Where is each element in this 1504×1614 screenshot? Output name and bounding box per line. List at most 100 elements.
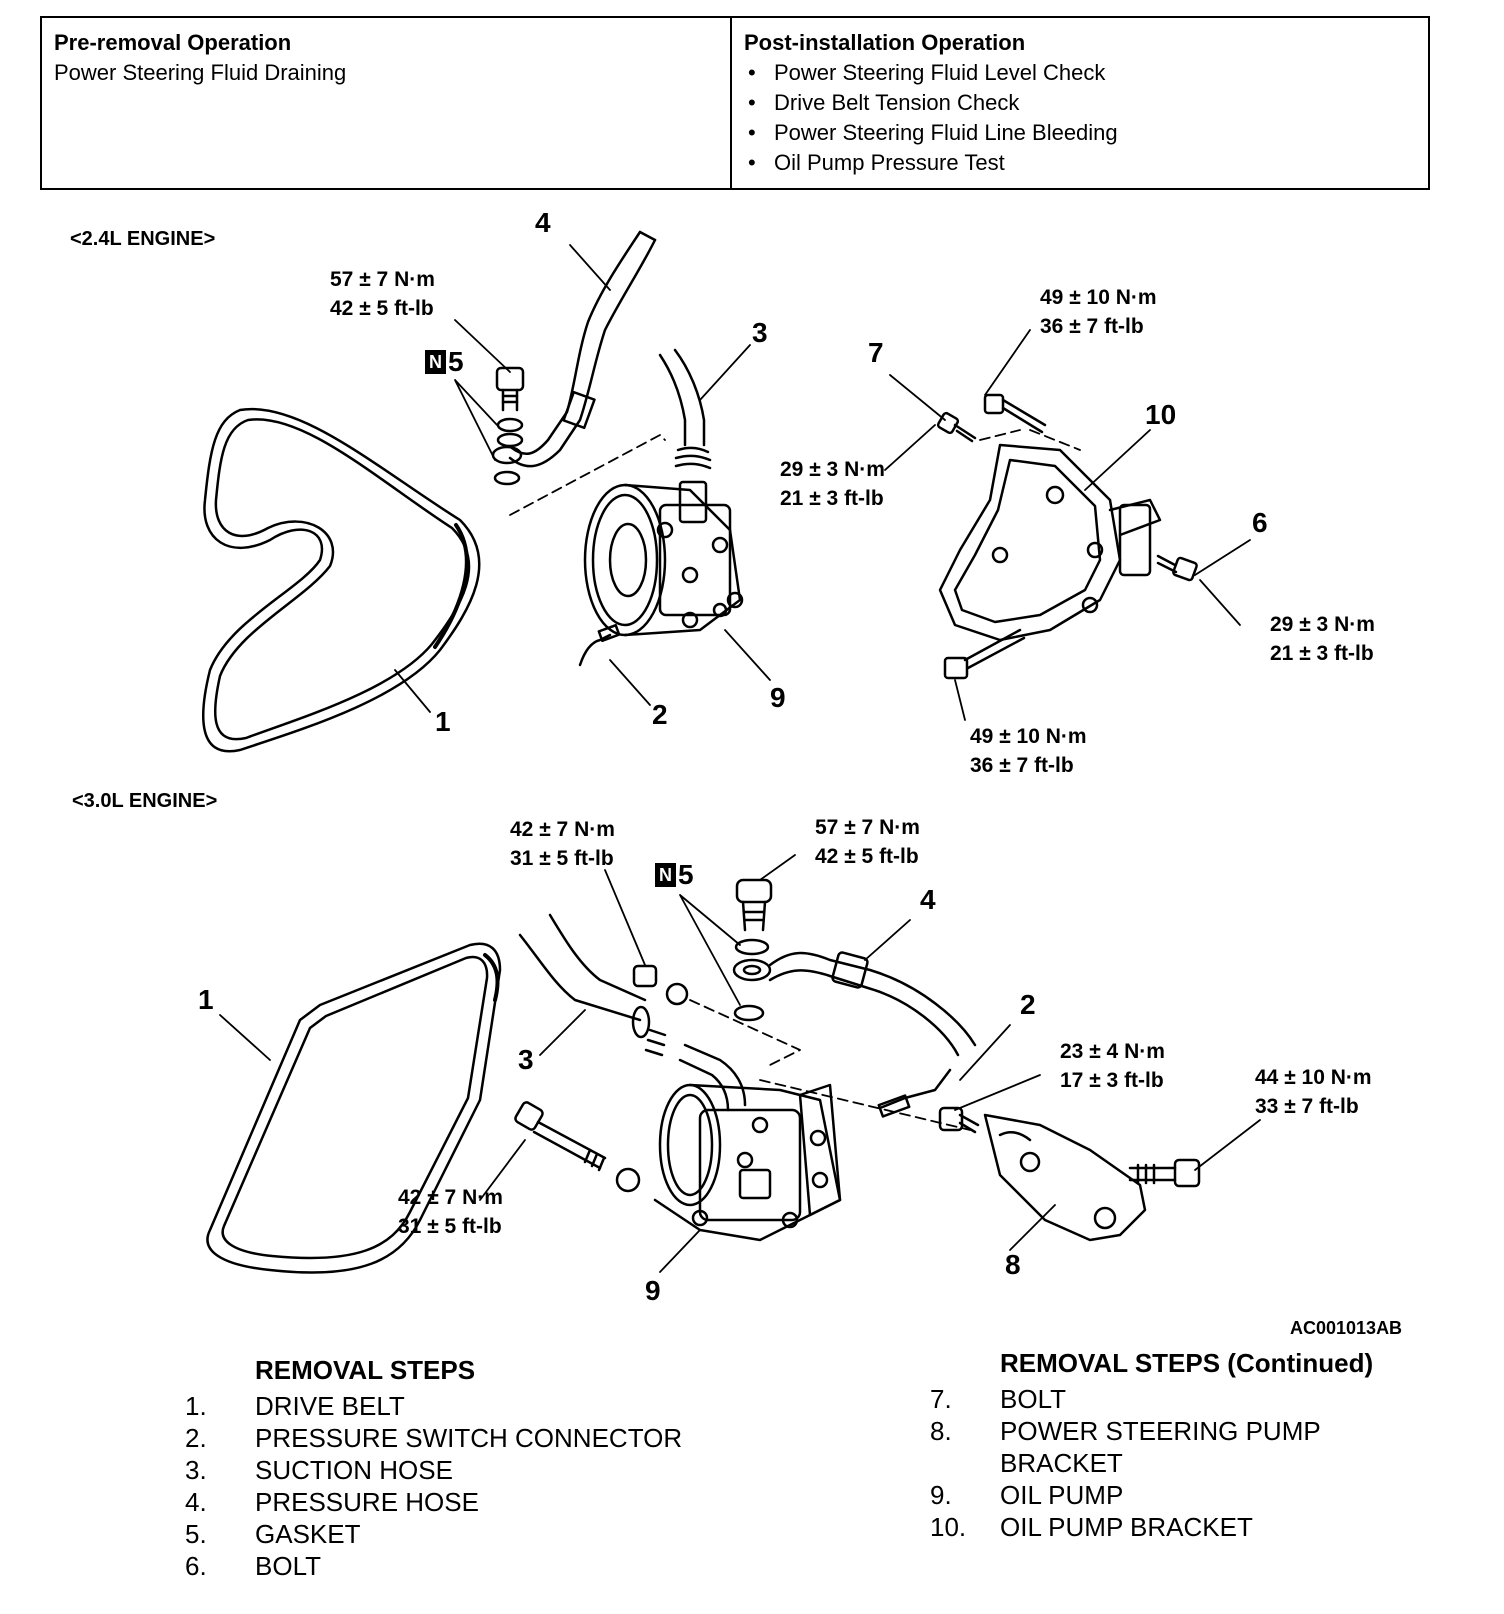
post-installation-item: Drive Belt Tension Check [744,88,1416,118]
torque-label: 42 ± 7 N·m 31 ± 5 ft-lb [398,1183,503,1241]
callout-8: 8 [1005,1249,1021,1280]
torque-ftlb: 42 ± 5 ft-lb [330,297,434,320]
step-number: 6. [185,1551,207,1581]
torque-ftlb: 42 ± 5 ft-lb [815,845,919,868]
step-row: 1. DRIVE BELT [185,1390,715,1422]
callout-9: 9 [770,682,786,713]
torque-nm: 44 ± 10 N·m [1255,1066,1372,1089]
pressure-hose-24 [508,230,657,468]
step-text: POWER STEERING PUMP BRACKET [1000,1416,1321,1478]
n-badge: N [425,350,446,374]
torque-ftlb: 31 ± 5 ft-lb [398,1215,502,1238]
post-installation-item: Power Steering Fluid Level Check [744,58,1416,88]
callout-6: 6 [1252,507,1268,538]
step-row: 2.PRESSURE SWITCH CONNECTOR [185,1422,715,1454]
step-number: 8. [930,1416,952,1446]
step-text: PRESSURE SWITCH CONNECTOR [255,1423,683,1453]
pressure-hose-30 [768,951,977,1057]
step-number: 1. [185,1391,207,1421]
torque-label: 42 ± 7 N·m 31 ± 5 ft-lb [510,815,615,873]
torque-nm: 49 ± 10 N·m [970,725,1087,748]
torque-nm: 42 ± 7 N·m [510,818,615,841]
power-steering-pump-bracket-30 [983,1113,1147,1242]
torque-ftlb: 17 ± 3 ft-lb [1060,1069,1164,1092]
callout-1: 1 [435,706,451,737]
callout-5-number: 5 [678,859,694,890]
step-number: 3. [185,1455,207,1485]
step-row: 4.PRESSURE HOSE [185,1486,715,1518]
torque-ftlb: 21 ± 3 ft-lb [1270,642,1374,665]
step-number: 5. [185,1519,207,1549]
bolts-24 [936,393,1198,680]
step-text: DRIVE BELT [255,1391,405,1421]
callout-9: 9 [645,1275,661,1306]
callout-3: 3 [752,317,768,348]
removal-steps-continued-title: REMOVAL STEPS (Continued) [1000,1348,1374,1378]
connector-wire-24 [578,633,612,667]
step-number: 7. [930,1384,952,1414]
post-installation-column: Post-installation Operation Power Steeri… [732,18,1428,188]
step-row: 9.OIL PUMP [930,1479,1373,1511]
suction-hose-30 [518,913,747,1112]
torque-ftlb: 36 ± 7 ft-lb [970,754,1074,777]
torque-label: 44 ± 10 N·m 33 ± 7 ft-lb [1255,1063,1372,1121]
torque-ftlb: 36 ± 7 ft-lb [1040,315,1144,338]
step-text: PRESSURE HOSE [255,1487,479,1517]
torque-nm: 57 ± 7 N·m [815,816,920,839]
engine-24-label: <2.4L ENGINE> [70,228,216,250]
eye-bolt-30 [732,878,773,1022]
torque-nm: 29 ± 3 N·m [1270,613,1375,636]
step-text: OIL PUMP BRACKET [1000,1512,1253,1542]
torque-ftlb: 21 ± 3 ft-lb [780,487,884,510]
torque-label: 29 ± 3 N·m 21 ± 3 ft-lb [1270,610,1375,668]
step-row: 10. OIL PUMP BRACKET [930,1511,1373,1543]
callout-7: 7 [868,337,884,368]
drive-belt-24 [202,407,481,753]
leader-lines-24 [394,244,1251,721]
step-text: BOLT [1000,1384,1066,1414]
step-row: 3.SUCTION HOSE [185,1454,715,1486]
callout-1: 1 [198,984,214,1015]
callout-3: 3 [518,1044,534,1075]
drive-belt-30 [206,942,502,1274]
callout-2: 2 [652,699,668,730]
step-row: 6. BOLT [185,1550,715,1582]
step-text: BOLT [255,1551,321,1581]
callout-4: 4 [535,207,551,238]
bolts-30 [938,1106,1201,1188]
removal-steps-title: REMOVAL STEPS [255,1355,476,1385]
torque-ftlb: 33 ± 7 ft-lb [1255,1095,1359,1118]
torque-label: 57 ± 7 N·m 42 ± 5 ft-lb [815,813,920,871]
pre-removal-column: Pre-removal Operation Power Steering Flu… [42,18,732,188]
oil-pump-30 [653,1083,842,1242]
torque-label: 23 ± 4 N·m 17 ± 3 ft-lb [1060,1037,1165,1095]
oil-pump-24 [583,480,744,637]
n-badge: N [655,863,676,887]
eye-bolt-24 [491,366,525,486]
step-row: 5.GASKET [185,1518,715,1550]
step-number: 10. [930,1512,967,1542]
operations-table: Pre-removal Operation Power Steering Flu… [40,16,1430,190]
torque-label: 29 ± 3 N·m 21 ± 3 ft-lb [780,455,885,513]
torque-ftlb: 31 ± 5 ft-lb [510,847,614,870]
oil-pump-bracket-24 [938,443,1162,642]
torque-label: 49 ± 10 N·m 36 ± 7 ft-lb [970,722,1087,780]
figure-code: AC001013AB [1290,1318,1403,1338]
torque-nm: 23 ± 4 N·m [1060,1040,1165,1063]
callout-5-number: 5 [448,346,464,377]
torque-nm: 57 ± 7 N·m [330,268,435,291]
step-row: 7. BOLT [930,1383,1373,1415]
callout-2: 2 [1020,989,1036,1020]
step-row: 8. POWER STEERING PUMP BRACKET [930,1415,1373,1479]
torque-label: 49 ± 10 N·m 36 ± 7 ft-lb [1040,283,1157,341]
leader-lines-30 [219,854,1261,1273]
pre-removal-title: Pre-removal Operation [54,30,292,55]
post-installation-item: Oil Pump Pressure Test [744,148,1416,178]
callout-4: 4 [920,884,936,915]
step-number: 9. [930,1480,952,1510]
callout-10: 10 [1145,399,1177,430]
